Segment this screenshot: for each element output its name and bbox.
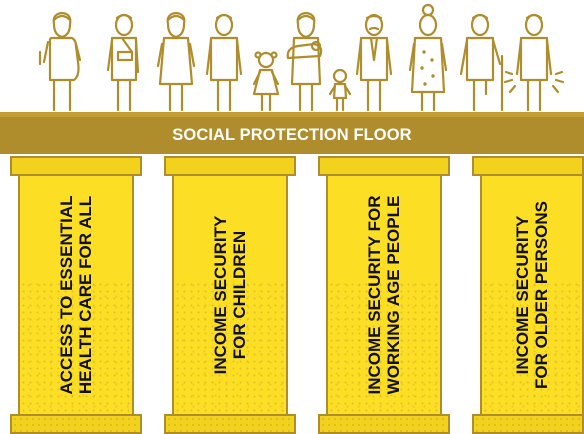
pillar-cap xyxy=(318,156,450,176)
old-man-icon xyxy=(355,13,393,112)
pillar-cap xyxy=(472,156,584,176)
pillar-children: INCOME SECURITY FOR CHILDREN xyxy=(164,156,296,434)
pillar-label: INCOME SECURITY FOR OLDER PERSONS xyxy=(513,201,551,389)
pillar-health-care: ACCESS TO ESSENTIAL HEALTH CARE FOR ALL xyxy=(10,156,142,434)
pillar-working-age: INCOME SECURITY FOR WORKING AGE PEOPLE xyxy=(318,156,450,434)
pillar-shaft: INCOME SECURITY FOR WORKING AGE PEOPLE xyxy=(326,176,442,414)
people-row xyxy=(38,3,565,112)
pillar-cap xyxy=(10,156,142,176)
pillar-cap xyxy=(164,156,296,176)
old-woman-icon xyxy=(408,3,448,112)
pillar-label: ACCESS TO ESSENTIAL HEALTH CARE FOR ALL xyxy=(57,195,95,395)
pregnant-woman-icon xyxy=(38,11,82,112)
pillar-shaft: ACCESS TO ESSENTIAL HEALTH CARE FOR ALL xyxy=(18,176,134,414)
pillar-base xyxy=(472,414,584,434)
pillar-base xyxy=(164,414,296,434)
pillar-older-persons: INCOME SECURITY FOR OLDER PERSONS xyxy=(472,156,584,434)
pregnant-woman-icon xyxy=(156,11,196,112)
pillar-base xyxy=(10,414,142,434)
social-protection-floor-beam: SOCIAL PROTECTION FLOOR xyxy=(0,117,584,154)
pillar-label: INCOME SECURITY FOR WORKING AGE PEOPLE xyxy=(365,195,403,395)
man-with-crutch-icon xyxy=(459,13,504,112)
blind-man-icon xyxy=(503,13,565,112)
beam-top-edge xyxy=(0,112,584,118)
woman-with-baby-icon xyxy=(286,11,323,112)
pillar-shaft: INCOME SECURITY FOR OLDER PERSONS xyxy=(480,176,584,414)
beam-label: SOCIAL PROTECTION FLOOR xyxy=(172,126,412,144)
pillar-label: INCOME SECURITY FOR CHILDREN xyxy=(211,215,249,375)
girl-icon xyxy=(252,51,280,112)
pillar-shaft: INCOME SECURITY FOR CHILDREN xyxy=(172,176,288,414)
man-icon xyxy=(205,13,243,112)
man-with-sling-icon xyxy=(106,13,140,112)
pillar-base xyxy=(318,414,450,434)
toddler-icon xyxy=(328,68,352,112)
